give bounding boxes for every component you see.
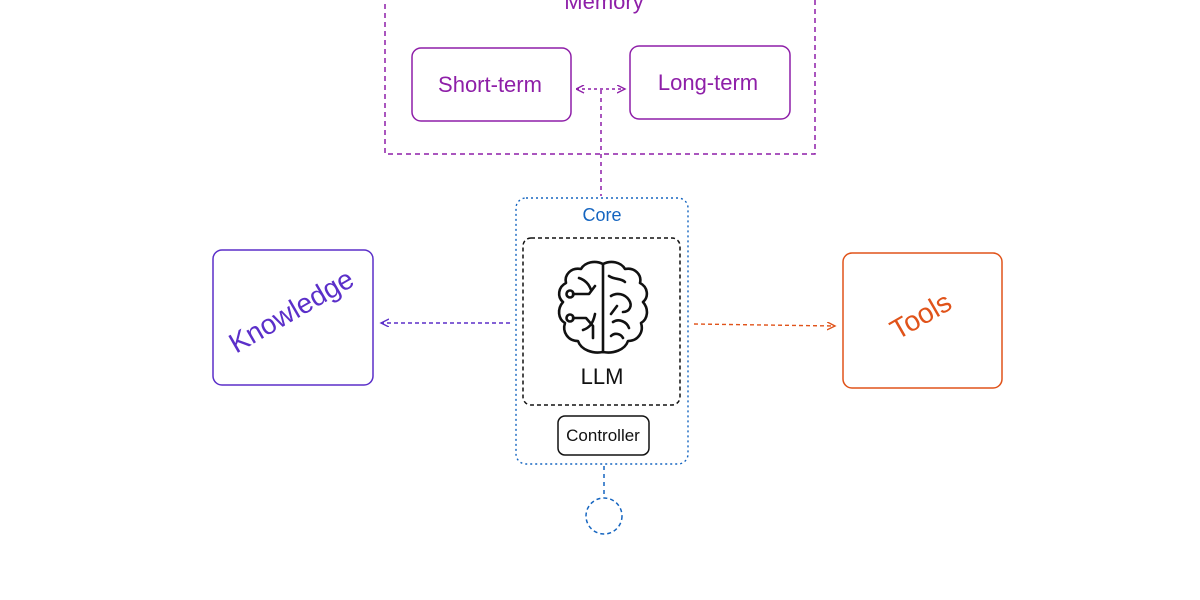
- memory-title: Memory: [564, 0, 643, 14]
- controller-node[interactable]: Controller: [557, 415, 650, 456]
- core-bottom-node: [585, 497, 623, 535]
- memory-container: [384, 0, 816, 155]
- controller-label: Controller: [566, 426, 640, 445]
- core-title: Core: [582, 205, 621, 225]
- llm-label: LLM: [581, 364, 624, 389]
- tools-node[interactable]: Tools: [842, 252, 1003, 389]
- short-term-node[interactable]: Short-term: [411, 47, 572, 122]
- core-group: Core: [515, 197, 689, 535]
- llm-node[interactable]: LLM: [522, 237, 681, 406]
- knowledge-node[interactable]: Knowledge: [212, 249, 374, 386]
- brain-icon: [557, 260, 649, 354]
- long-term-label: Long-term: [658, 70, 758, 95]
- long-term-node[interactable]: Long-term: [629, 45, 791, 120]
- core-container: [515, 197, 689, 465]
- memory-group: Memory Short-term Long-term: [384, 0, 816, 196]
- core-tools-arrow: [693, 324, 835, 326]
- short-term-label: Short-term: [438, 72, 542, 97]
